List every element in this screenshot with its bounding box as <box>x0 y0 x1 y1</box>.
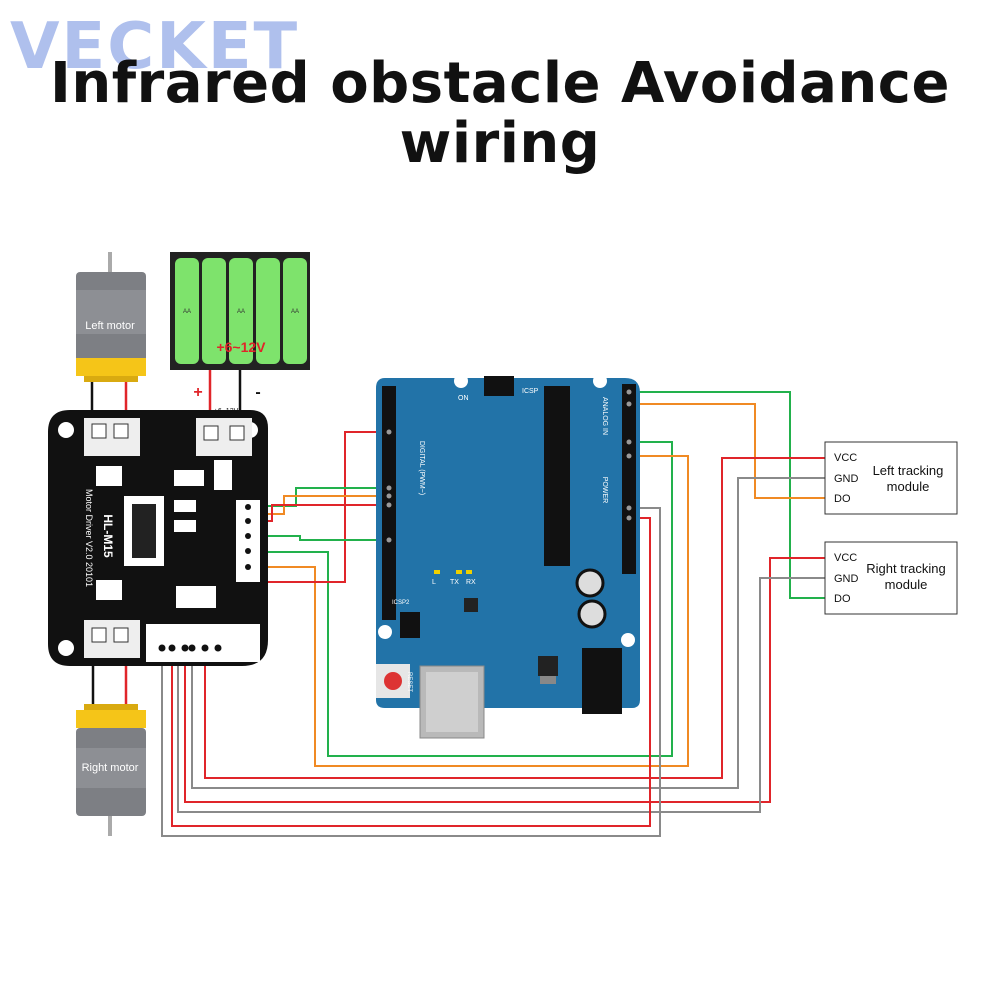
motor-driver-board: HL-M15 Motor Driver V2.0 20101 +6~12V <box>48 408 268 666</box>
wire-green-a1 <box>265 441 673 757</box>
left-motor: Left motor <box>76 252 146 382</box>
left-module-title: Left tracking <box>873 463 944 478</box>
battery-pack: AA AA AA +6~12V + - <box>170 252 310 401</box>
wire-red-5v <box>171 517 651 827</box>
icsp-label: ICSP <box>522 388 539 395</box>
left-motor-label: Left motor <box>85 320 135 332</box>
wire-orange-a0 <box>265 455 689 767</box>
right-motor: Right motor <box>76 704 146 836</box>
wire-green-a5 <box>633 391 825 599</box>
digital-header-label: DIGITAL (PWM~) <box>418 441 425 495</box>
battery-cell-label: AA <box>237 309 245 315</box>
left-module-title-line2: module <box>887 479 930 494</box>
driver-version: Motor Driver V2.0 20101 <box>84 489 94 587</box>
rx-label: RX <box>466 579 476 586</box>
left-module-vcc-label: VCC <box>834 452 857 464</box>
wire-gray-gnd <box>161 507 661 837</box>
right-tracking-module: VCC GND DO Right tracking module <box>824 541 958 615</box>
battery-minus-label: - <box>255 384 260 401</box>
wire-red-d4 <box>265 504 385 522</box>
driver-name: HL-M15 <box>101 514 115 558</box>
wire-red-d9 <box>265 431 385 583</box>
wire-red-right-vcc <box>184 557 825 803</box>
diagram-title-line2: wiring <box>399 111 601 176</box>
driver-supply-label: +6~12V <box>214 408 239 415</box>
reset-label: RESET <box>406 672 412 692</box>
watermark-logo: VECKET <box>10 10 300 84</box>
wire-orange-a4 <box>633 403 825 499</box>
diagram-title: Infrared obstacle Avoidance <box>50 51 950 116</box>
wire-red-left-vcc <box>204 457 825 779</box>
battery-plus-label: + <box>193 384 202 401</box>
on-label: ON <box>458 395 469 402</box>
wires <box>90 370 825 837</box>
power-header-label: POWER <box>601 477 608 503</box>
wire-gray-right-gnd <box>177 577 825 813</box>
analog-header-label: ANALOG IN <box>601 397 608 435</box>
right-motor-label: Right motor <box>82 762 139 774</box>
right-module-gnd-label: GND <box>834 573 859 585</box>
right-module-title-line2: module <box>885 577 928 592</box>
wire-gray-left-gnd <box>191 477 825 789</box>
battery-voltage: +6~12V <box>216 339 266 355</box>
icsp2-label: ICSP2 <box>392 600 410 606</box>
right-module-title: Right tracking <box>866 561 945 576</box>
tx-label: TX <box>450 579 459 586</box>
right-module-do-label: DO <box>834 593 851 605</box>
arduino-board: DIGITAL (PWM~) ANALOG IN POWER ICSP TX R… <box>376 374 640 739</box>
battery-cell-label: AA <box>291 309 299 315</box>
battery-cell-label: AA <box>183 309 191 315</box>
led-l-label: L <box>432 579 436 586</box>
wire-green-d3 <box>265 535 385 541</box>
left-module-gnd-label: GND <box>834 473 859 485</box>
left-tracking-module: VCC GND DO Left tracking module <box>824 441 958 515</box>
left-module-do-label: DO <box>834 493 851 505</box>
right-module-vcc-label: VCC <box>834 552 857 564</box>
